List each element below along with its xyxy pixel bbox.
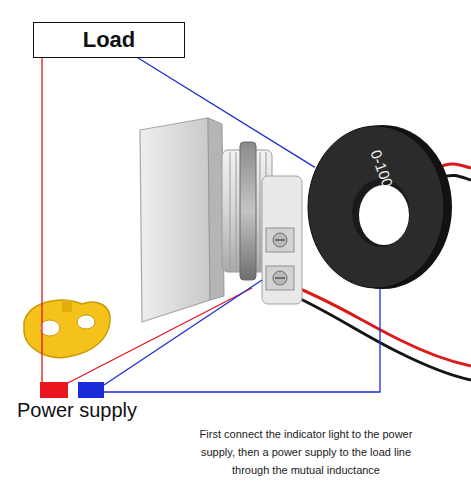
blue-wire-line (104, 280, 262, 385)
power-supply-label: Power supply (17, 399, 137, 422)
terminal-block (266, 228, 294, 252)
key-hole (40, 320, 60, 336)
thread-line (230, 152, 231, 270)
ring-hole (359, 185, 409, 245)
rear-housing (262, 176, 302, 304)
load-box: Load (33, 22, 185, 58)
indicator-flange (140, 118, 210, 322)
key-notch (62, 300, 72, 312)
terminal-screw (273, 233, 287, 247)
wire-connector (138, 58, 315, 167)
key-hole (77, 315, 95, 329)
blue-wire-line (104, 288, 380, 392)
thread-line (236, 152, 237, 270)
screw-slot (275, 277, 285, 279)
screw-slot (275, 239, 285, 241)
red-terminal-mark (40, 382, 68, 398)
blue-terminal-mark (78, 382, 104, 398)
red-wire-line (41, 58, 42, 383)
hex-nut (240, 142, 256, 280)
ring-face (308, 126, 444, 288)
terminal-block (266, 266, 294, 290)
caption-note: First connect the indicator light to the… (186, 425, 426, 479)
key-body (24, 300, 110, 357)
thread-line (260, 152, 261, 270)
terminal-screw (273, 271, 287, 285)
mounting-key (24, 300, 110, 358)
node-text: Load (34, 23, 184, 57)
current-transformer-ring: 0-100 (306, 124, 452, 290)
panel-indicator (140, 118, 302, 322)
red-wire-line (66, 288, 252, 384)
